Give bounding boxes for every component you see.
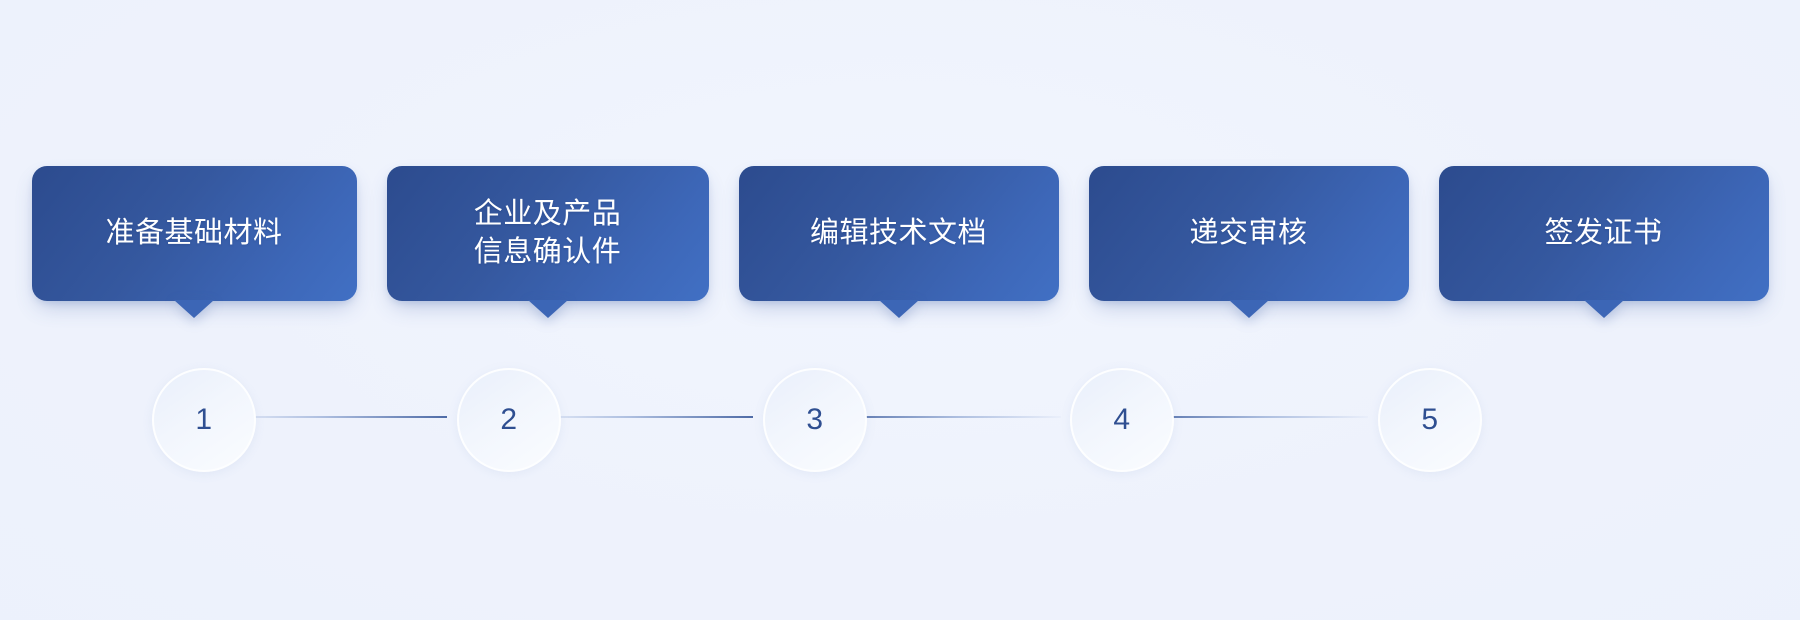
step-node-2[interactable]: 2 xyxy=(457,368,561,472)
step-card-2[interactable]: 企业及产品 信息确认件 xyxy=(386,166,709,318)
step-node-number-3: 3 xyxy=(806,403,824,436)
step-card-label-1: 准备基础材料 xyxy=(105,216,283,249)
step-node-1[interactable]: 1 xyxy=(152,368,256,472)
step-node-number-5: 5 xyxy=(1421,403,1439,436)
card-tail-triangle-icon xyxy=(1228,300,1269,318)
step-card-label-5: 签发证书 xyxy=(1544,216,1663,249)
step-node-number-1: 1 xyxy=(195,403,213,436)
step-node-5[interactable]: 5 xyxy=(1378,368,1482,472)
connector-line-1-2 xyxy=(222,416,447,418)
card-tail-triangle-icon xyxy=(878,300,919,318)
step-cards-row: 准备基础材料 企业及产品 信息确认件 编辑技术文档 递交审核 签发证书 xyxy=(31,166,1769,318)
step-node-number-4: 4 xyxy=(1113,403,1131,436)
card-tail-triangle-icon xyxy=(1583,300,1624,318)
step-node-number-2: 2 xyxy=(500,403,518,436)
connector-line-4-5 xyxy=(1140,416,1368,418)
step-node-3[interactable]: 3 xyxy=(763,368,867,472)
step-card-label-4: 递交审核 xyxy=(1189,216,1308,249)
card-tail-triangle-icon xyxy=(527,300,568,318)
step-card-3[interactable]: 编辑技术文档 xyxy=(738,166,1059,318)
step-node-4[interactable]: 4 xyxy=(1070,368,1174,472)
step-card-4[interactable]: 递交审核 xyxy=(1088,166,1409,318)
step-timeline: 1 2 3 4 5 xyxy=(0,352,1800,482)
step-card-label-3: 编辑技术文档 xyxy=(809,216,987,249)
step-card-5[interactable]: 签发证书 xyxy=(1438,166,1769,318)
connector-line-3-4 xyxy=(833,416,1061,418)
card-tail-triangle-icon xyxy=(174,300,214,318)
step-card-1[interactable]: 准备基础材料 xyxy=(31,166,357,318)
connector-line-2-3 xyxy=(528,416,753,418)
step-card-label-2: 企业及产品 信息确认件 xyxy=(473,197,622,268)
